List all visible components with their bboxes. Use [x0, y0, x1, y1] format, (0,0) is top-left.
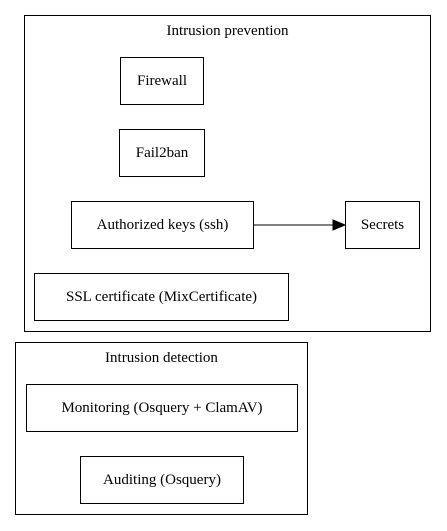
cluster-label-intrusion-prevention: Intrusion prevention: [166, 23, 289, 39]
node-monitoring[interactable]: Monitoring (Osquery + ClamAV): [26, 384, 298, 432]
node-secrets[interactable]: Secrets: [345, 201, 420, 249]
node-ssl-certificate[interactable]: SSL certificate (MixCertificate): [34, 273, 289, 321]
node-firewall[interactable]: Firewall: [120, 57, 204, 105]
node-auditing[interactable]: Auditing (Osquery): [80, 456, 244, 504]
node-fail2ban[interactable]: Fail2ban: [119, 129, 205, 177]
cluster-label-intrusion-detection: Intrusion detection: [105, 350, 218, 366]
node-authorized-keys[interactable]: Authorized keys (ssh): [71, 201, 254, 249]
